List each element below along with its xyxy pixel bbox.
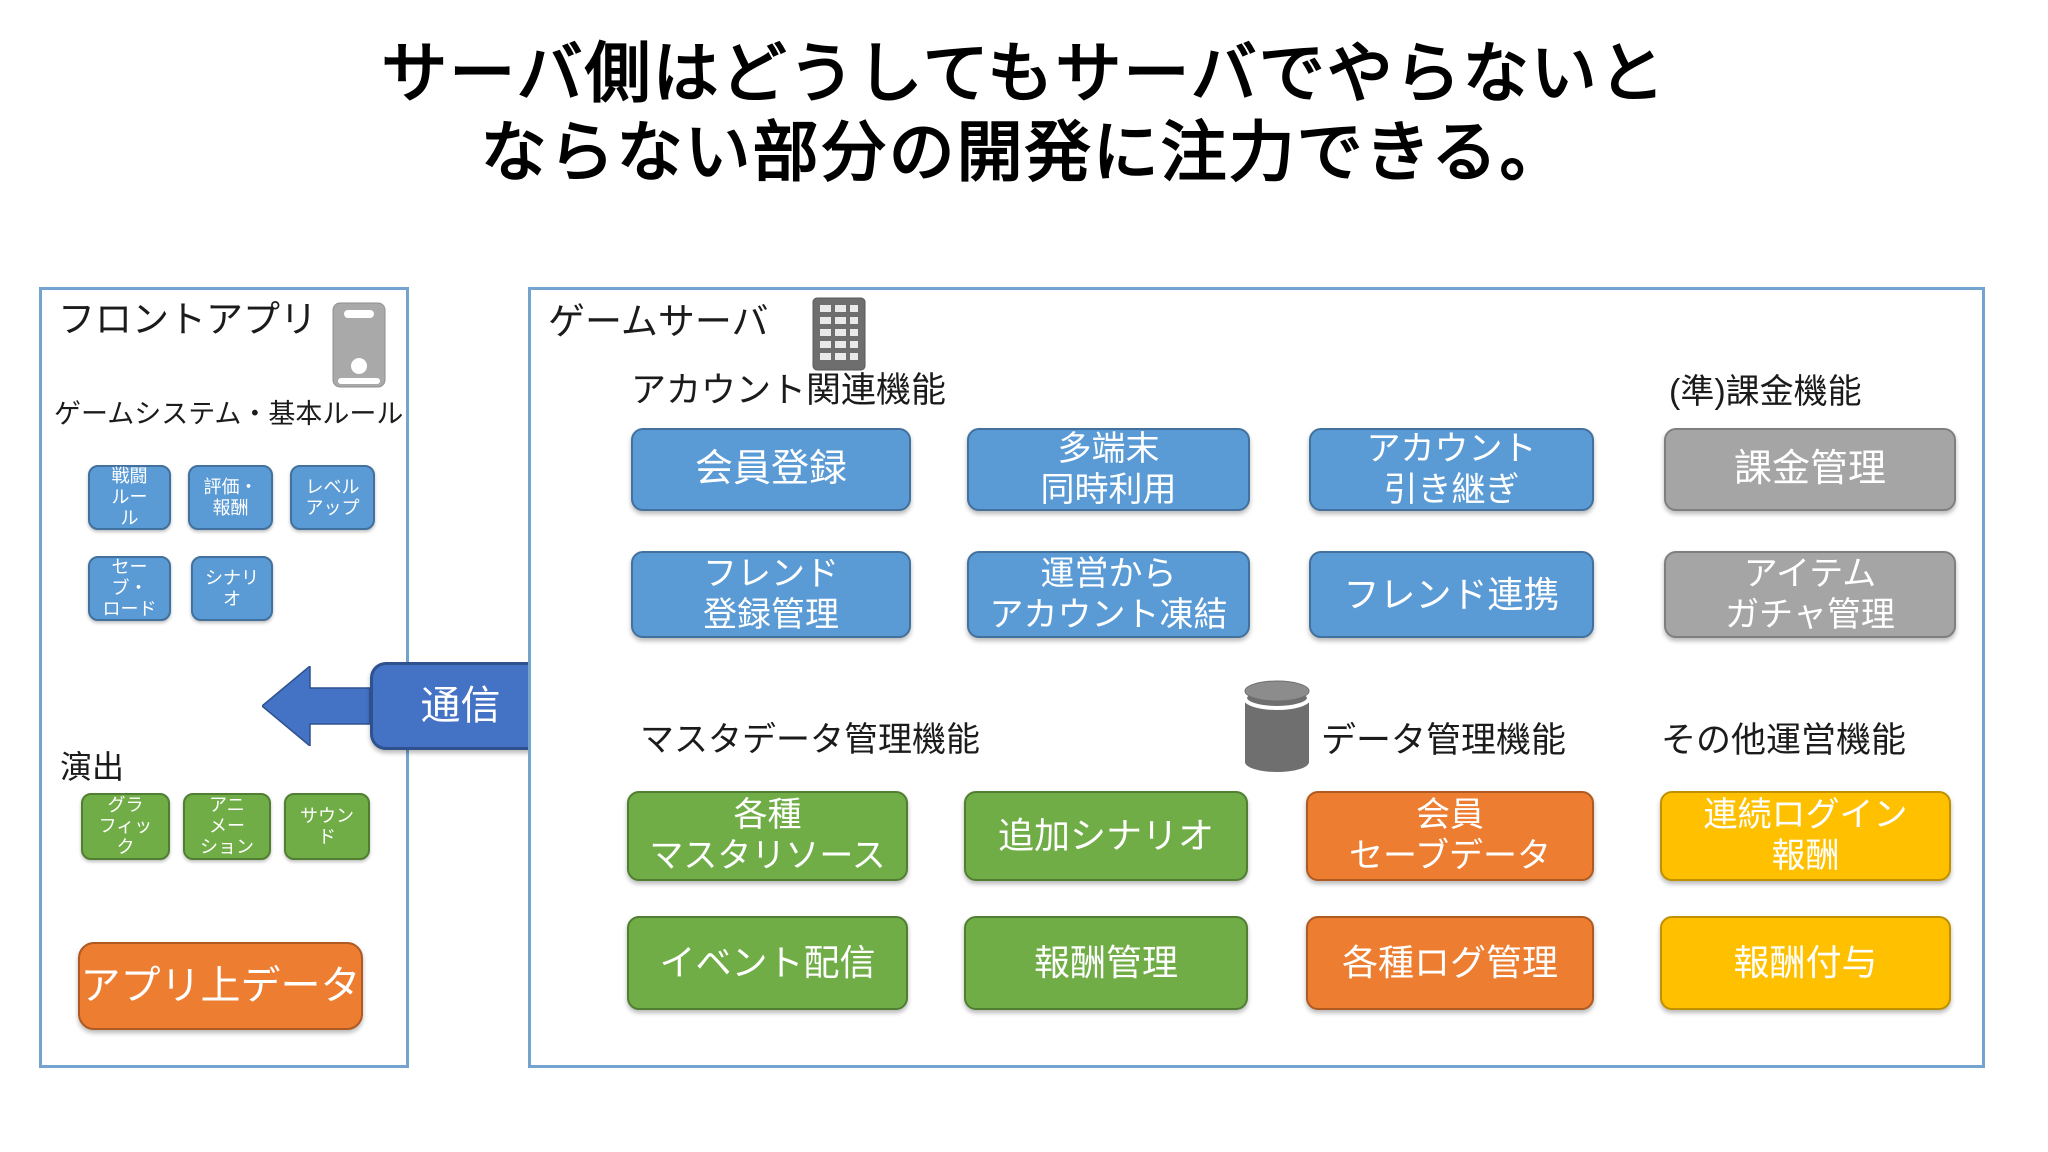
box-battle-rules: 戦闘 ルー ル: [88, 465, 171, 530]
game-server-title: ゲームサーバ: [548, 301, 769, 342]
box-login-bonus: 連続ログイン 報酬: [1660, 791, 1951, 881]
box-friend-link: フレンド連携: [1309, 551, 1594, 638]
slide-title: サーバ側はどうしてもサーバでやらないと ならない部分の開発に注力できる。: [0, 34, 2048, 192]
data-management-section-label: データ管理機能: [1321, 721, 1567, 760]
arrow-left-icon: [262, 666, 370, 746]
effects-label: 演出: [60, 749, 125, 785]
other-operations-section-label: その他運営機能: [1661, 721, 1907, 760]
box-account-freeze: 運営から アカウント凍結: [967, 551, 1250, 638]
box-item-gacha: アイテム ガチャ管理: [1664, 551, 1956, 638]
box-level-up: レベル アップ: [290, 465, 375, 530]
slide-title-line1: サーバ側はどうしてもサーバでやらないと: [381, 36, 1667, 110]
box-reward-management: 報酬管理: [964, 916, 1248, 1010]
box-event-delivery: イベント配信: [627, 916, 908, 1010]
box-member-registration: 会員登録: [631, 428, 911, 511]
box-log-management: 各種ログ管理: [1306, 916, 1594, 1010]
game-server-panel: ゲームサーバ アカウント関連機能 (準)課金機能 会員登録 多端末 同時利用 ア…: [528, 287, 1985, 1068]
box-account-transfer: アカウント 引き継ぎ: [1309, 428, 1594, 511]
slide-title-line2: ならない部分の開発に注力できる。: [480, 115, 1568, 190]
account-section-label: アカウント関連機能: [631, 371, 947, 410]
box-additional-scenario: 追加シナリオ: [964, 791, 1248, 881]
box-app-data: アプリ上データ: [78, 942, 363, 1030]
box-animation: アニ メー ション: [183, 793, 271, 860]
front-app-panel: フロントアプリ ゲームシステム・基本ルール 戦闘 ルー ル 評価・ 報酬 レベル…: [39, 287, 409, 1068]
front-app-title: フロントアプリ: [58, 299, 317, 340]
box-multi-device: 多端末 同時利用: [967, 428, 1250, 511]
box-graphics: グラ フィッ ク: [81, 793, 170, 860]
box-save-load: セー ブ・ ロード: [88, 556, 171, 621]
box-master-resources: 各種 マスタリソース: [627, 791, 908, 881]
box-friend-registration: フレンド 登録管理: [631, 551, 911, 638]
communication-box: 通信: [370, 662, 551, 750]
billing-section-label: (準)課金機能: [1669, 373, 1862, 411]
database-icon: [1243, 680, 1311, 772]
game-system-label: ゲームシステム・基本ルール: [54, 399, 404, 429]
box-evaluation-reward: 評価・ 報酬: [188, 465, 273, 530]
box-billing-management: 課金管理: [1664, 428, 1956, 511]
master-data-section-label: マスタデータ管理機能: [640, 721, 980, 759]
box-sound: サウン ド: [284, 793, 370, 860]
smartphone-icon: [332, 302, 386, 388]
box-reward-grant: 報酬付与: [1660, 916, 1951, 1010]
server-building-icon: [812, 297, 866, 371]
box-scenario: シナリ オ: [191, 556, 273, 621]
box-member-save-data: 会員 セーブデータ: [1306, 791, 1594, 881]
